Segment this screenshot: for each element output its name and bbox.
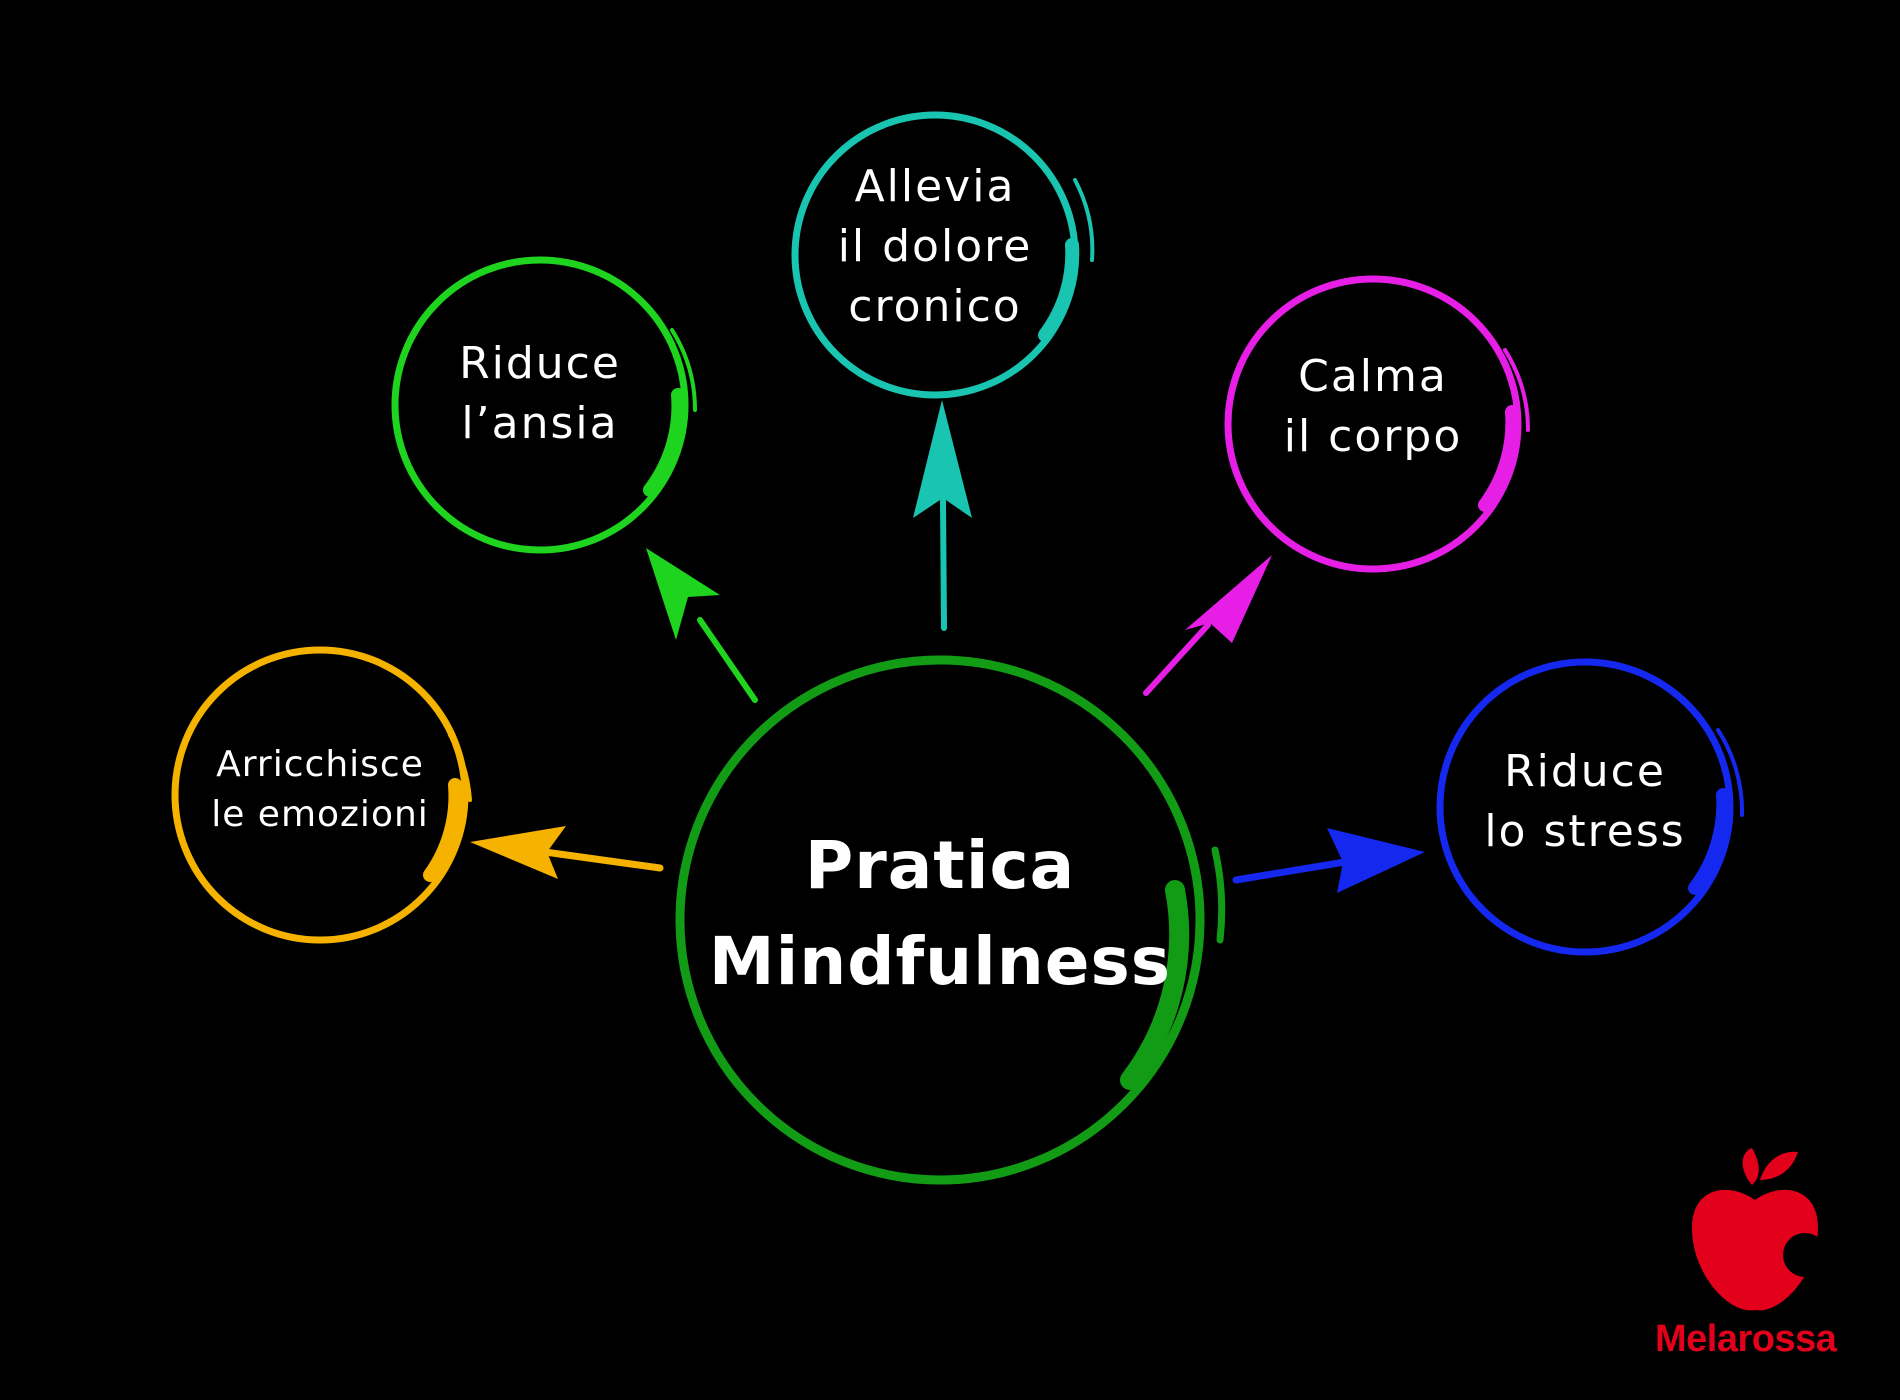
arrow-head-anxiety <box>646 548 720 640</box>
arrow-shaft-body <box>1143 622 1211 696</box>
apple-icon <box>1692 1148 1827 1311</box>
center-label-line2: Mindfulness <box>708 923 1172 1000</box>
pain-circle-brushstroke <box>1038 238 1080 342</box>
center-circle-brushstroke <box>1120 880 1190 1090</box>
arrow-shaft-pain <box>940 497 947 631</box>
center-circle <box>675 655 1205 1185</box>
emotions-circle-brushstroke <box>423 778 463 882</box>
stress-label-line2: lo stress <box>1484 806 1686 857</box>
body-circle-tail <box>1503 348 1531 432</box>
pain-circle-tail <box>1073 178 1095 262</box>
stress-circle-brushstroke <box>1688 788 1731 895</box>
apple-leaf-left <box>1742 1148 1759 1185</box>
arrow-shaft-emotions <box>541 848 664 872</box>
arrow-head-emotions <box>470 826 566 879</box>
anxiety-label-line1: Riduce <box>459 338 621 389</box>
apple-leaf-right <box>1760 1151 1798 1180</box>
arrow-head-stress <box>1327 828 1425 893</box>
anxiety-label-line2: l’ansia <box>461 398 619 449</box>
stress-circle-tail <box>1716 728 1745 817</box>
center-label: Pratica Mindfulness <box>640 818 1240 1010</box>
body-label-line2: il corpo <box>1283 411 1463 462</box>
pain-label-line2: il dolore <box>837 221 1033 272</box>
pain-label: Allevia il dolore cronico <box>795 157 1075 337</box>
pain-label-line1: Allevia <box>854 161 1016 212</box>
arrow-head-body <box>1185 555 1272 643</box>
emotions-label: Arricchisce le emozioni <box>180 740 460 840</box>
center-label-line1: Pratica <box>804 827 1076 904</box>
emotions-label-line1: Arricchisce <box>216 744 424 785</box>
body-circle-brushstroke <box>1478 405 1520 512</box>
anxiety-circle-tail <box>670 328 698 412</box>
pain-label-line3: cronico <box>848 281 1022 332</box>
arrow-shaft-anxiety <box>697 617 758 703</box>
emotions-label-line2: le emozioni <box>211 794 429 835</box>
body-label-line1: Calma <box>1298 351 1448 402</box>
stress-label-line1: Riduce <box>1504 746 1666 797</box>
anxiety-label: Riduce l’ansia <box>400 334 680 454</box>
center-circle-tail <box>1211 846 1226 944</box>
apple-body <box>1692 1189 1818 1311</box>
brand-name: Melarossa <box>1655 1318 1837 1360</box>
arrow-head-pain <box>913 400 972 518</box>
emotions-circle-tail <box>448 733 472 802</box>
anxiety-circle-brushstroke <box>643 388 686 497</box>
arrow-shaft-stress <box>1232 858 1349 884</box>
emotions-circle <box>171 646 469 944</box>
apple-bite <box>1783 1233 1827 1277</box>
body-label: Calma il corpo <box>1233 347 1513 467</box>
stress-label: Riduce lo stress <box>1445 742 1725 862</box>
